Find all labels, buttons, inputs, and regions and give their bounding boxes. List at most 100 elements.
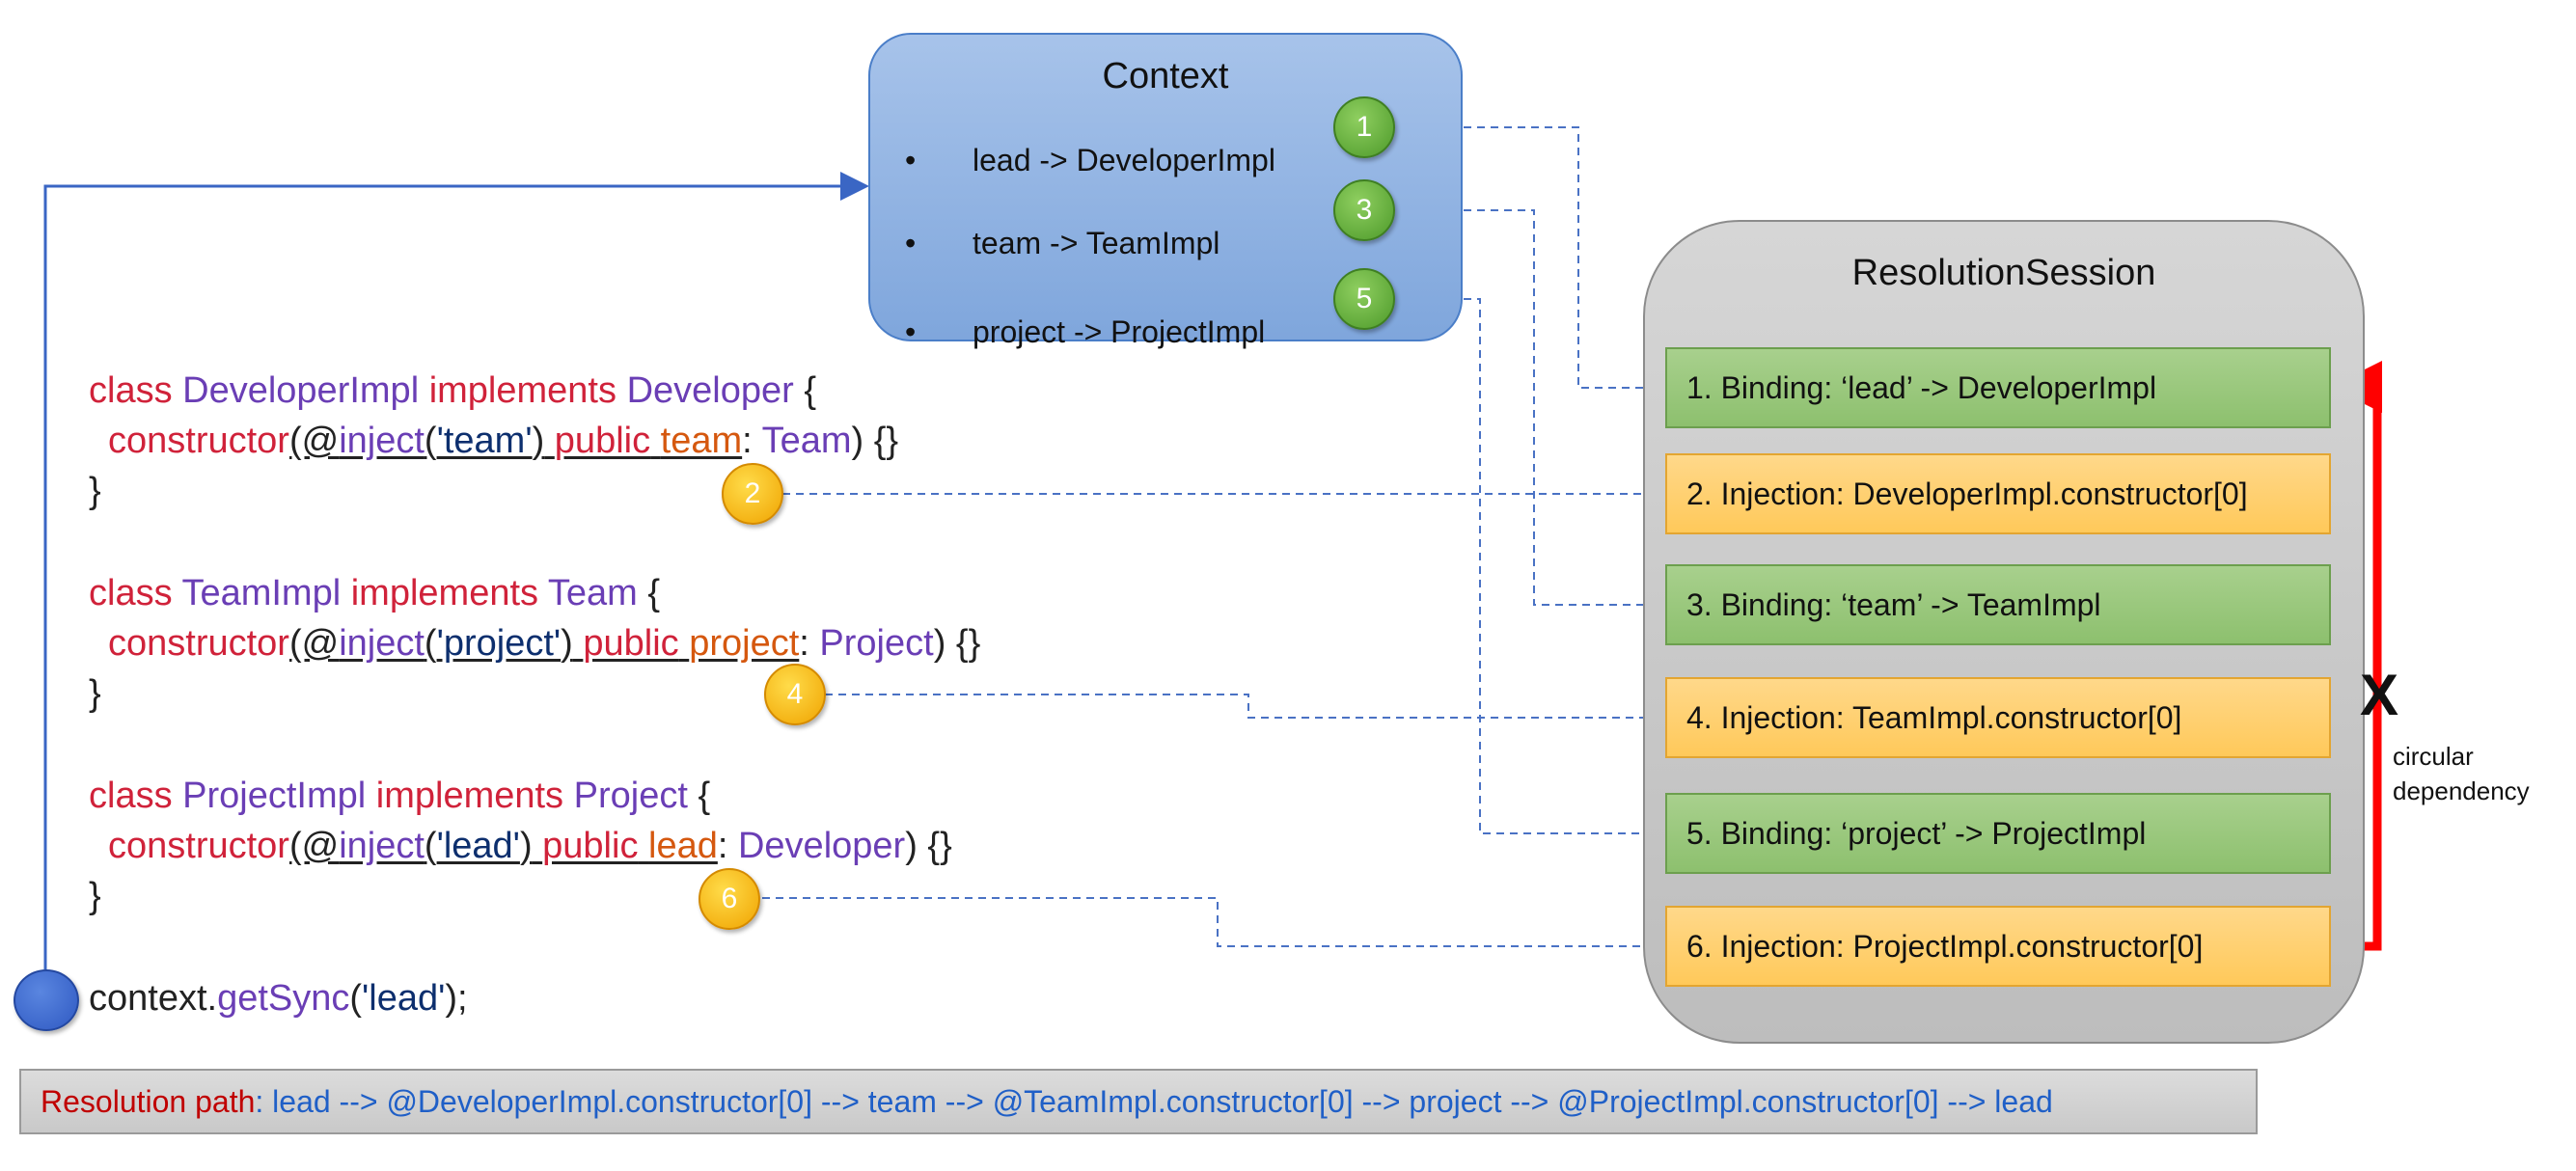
- code-punct: (: [424, 421, 437, 461]
- step-badge-5: 5: [1333, 268, 1395, 330]
- code-interface-name: Team: [547, 573, 638, 613]
- resolution-path-bar: Resolution path: lead --> @DeveloperImpl…: [19, 1069, 2258, 1134]
- connector-4: [825, 694, 1665, 719]
- code-keyword: constructor: [108, 826, 289, 866]
- code-param-type: Team: [761, 421, 852, 461]
- context-item-team: • team -> TeamImpl: [905, 226, 1219, 261]
- session-step-3: 3. Binding: ‘team’ -> TeamImpl: [1665, 564, 2331, 645]
- code-punct: ): [532, 421, 545, 461]
- code-keyword: public: [554, 421, 651, 461]
- code-string: 'team': [436, 421, 533, 461]
- code-interface-name: Project: [573, 776, 688, 816]
- connector-3: [1396, 209, 1665, 606]
- step-badge-3: 3: [1333, 179, 1395, 241]
- code-punct: ) {}: [851, 421, 899, 461]
- code-decorator: (@inject('project') public project: [289, 623, 799, 664]
- context-title: Context: [1102, 56, 1229, 96]
- code-constructor-line: constructor(@inject('lead') public lead:…: [108, 828, 952, 864]
- code-class-header: class TeamImpl implements Team {: [89, 575, 660, 612]
- connector-6: [762, 897, 1665, 947]
- code-keyword: class: [89, 573, 173, 613]
- code-punct: ) {}: [933, 623, 981, 664]
- code-punct: ): [519, 826, 533, 866]
- code-string: 'lead': [362, 978, 446, 1019]
- code-class-name: TeamImpl: [181, 573, 342, 613]
- code-keyword: constructor: [108, 623, 289, 664]
- code-keyword: constructor: [108, 421, 289, 461]
- code-param-type: Project: [819, 623, 934, 664]
- code-interface-name: Developer: [626, 370, 794, 411]
- circular-label-line: dependency: [2393, 776, 2530, 806]
- context-item-label: lead -> DeveloperImpl: [973, 143, 1275, 177]
- code-object: context.: [89, 978, 218, 1019]
- code-close-brace: }: [89, 876, 101, 916]
- code-close-brace: }: [89, 471, 101, 511]
- code-class-header: class ProjectImpl implements Project {: [89, 777, 710, 814]
- code-keyword: implements: [350, 573, 539, 613]
- resolution-path-separator: :: [255, 1083, 273, 1119]
- code-param-type: Developer: [737, 826, 906, 866]
- step-badge-1: 1: [1333, 96, 1395, 158]
- code-param: team: [660, 421, 743, 461]
- step-badge-4: 4: [764, 664, 826, 725]
- code-decorator: (@inject('team') public team: [289, 421, 742, 461]
- step-badge-6: 6: [699, 868, 760, 930]
- code-punct: :: [742, 421, 762, 461]
- connector-5: [1396, 298, 1665, 834]
- session-step-1: 1. Binding: ‘lead’ -> DeveloperImpl: [1665, 347, 2331, 428]
- session-step-6: 6. Injection: ProjectImpl.constructor[0]: [1665, 906, 2331, 987]
- code-brace: {: [793, 370, 817, 411]
- start-dot: [14, 969, 79, 1031]
- session-step-2: 2. Injection: DeveloperImpl.constructor[…: [1665, 453, 2331, 534]
- bullet: •: [905, 226, 917, 260]
- session-title: ResolutionSession: [1851, 253, 2156, 293]
- code-decorator-name: inject: [339, 623, 425, 664]
- bullet: •: [905, 314, 917, 349]
- step-badge-2: 2: [722, 463, 783, 525]
- code-class-name: DeveloperImpl: [182, 370, 420, 411]
- code-class-header: class DeveloperImpl implements Developer…: [89, 372, 816, 409]
- bullet: •: [905, 143, 917, 177]
- code-keyword: public: [542, 826, 639, 866]
- code-param: project: [689, 623, 800, 664]
- circular-label-line: circular: [2393, 742, 2474, 771]
- resolution-path-value: lead --> @DeveloperImpl.constructor[0] -…: [272, 1083, 2053, 1119]
- code-string: 'lead': [436, 826, 520, 866]
- code-decorator: (@inject('lead') public lead: [289, 826, 718, 866]
- circular-dependency-label: circular dependency: [2393, 739, 2530, 809]
- code-keyword: class: [89, 776, 173, 816]
- context-item-label: team -> TeamImpl: [973, 226, 1220, 260]
- circular-x-mark: X: [2360, 663, 2399, 727]
- code-brace: {: [637, 573, 661, 613]
- code-punct: );: [445, 978, 468, 1019]
- context-item-project: • project -> ProjectImpl: [905, 314, 1265, 350]
- context-item-lead: • lead -> DeveloperImpl: [905, 143, 1275, 178]
- code-punct: (: [424, 623, 437, 664]
- code-punct: (@: [288, 623, 340, 664]
- code-punct: ): [561, 623, 573, 664]
- code-punct: (: [349, 978, 363, 1019]
- code-keyword: class: [89, 370, 173, 411]
- code-decorator-name: inject: [339, 826, 425, 866]
- code-call-line: context.getSync('lead');: [89, 980, 468, 1017]
- code-punct: :: [799, 623, 820, 664]
- context-item-label: project -> ProjectImpl: [973, 314, 1266, 349]
- session-step-5: 5. Binding: ‘project’ -> ProjectImpl: [1665, 793, 2331, 874]
- code-punct: :: [717, 826, 738, 866]
- resolution-path-label: Resolution path: [41, 1083, 256, 1119]
- code-punct: ) {}: [905, 826, 952, 866]
- code-param: lead: [648, 826, 718, 866]
- session-step-4: 4. Injection: TeamImpl.constructor[0]: [1665, 677, 2331, 758]
- code-close-brace: }: [89, 673, 101, 714]
- call-to-context-arrow: [43, 172, 869, 969]
- code-brace: {: [687, 776, 711, 816]
- context-box: Context • lead -> DeveloperImpl • team -> …: [868, 33, 1463, 349]
- code-constructor-line: constructor(@inject('project') public pr…: [108, 625, 980, 662]
- connector-1: [1396, 126, 1665, 389]
- code-string: 'project': [436, 623, 562, 664]
- code-keyword: implements: [428, 370, 617, 411]
- code-punct: (@: [288, 826, 340, 866]
- code-keyword: public: [583, 623, 679, 664]
- code-constructor-line: constructor(@inject('team') public team:…: [108, 422, 898, 459]
